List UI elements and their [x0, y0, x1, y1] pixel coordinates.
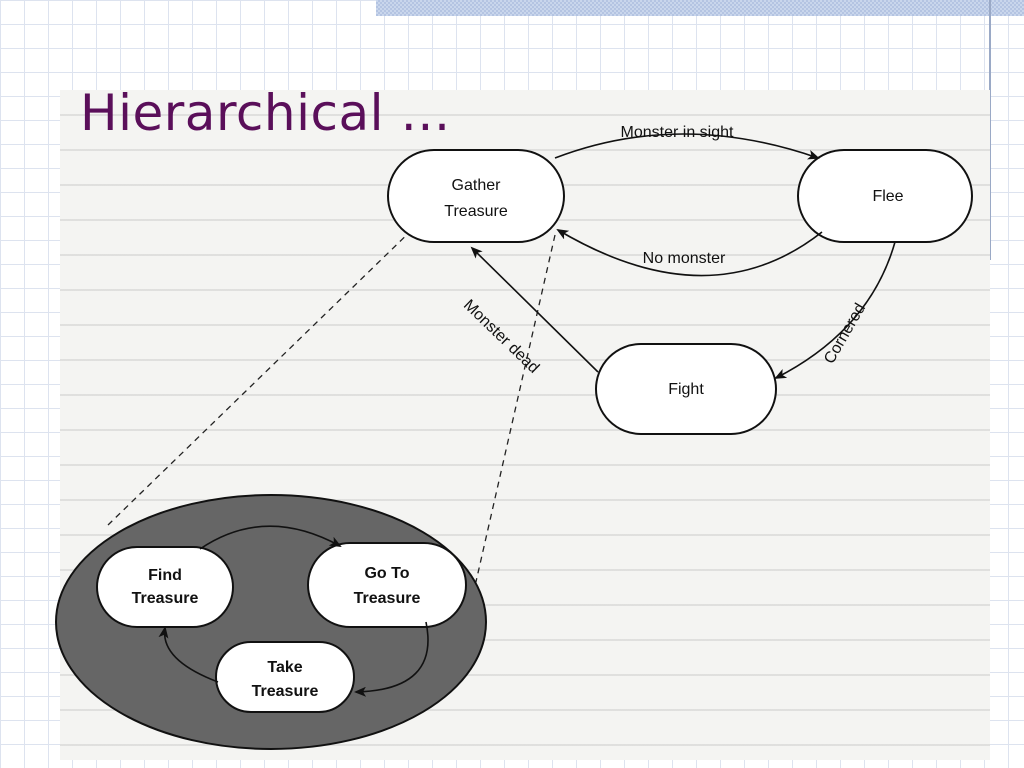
substate-goto-label-1: Go To	[364, 565, 409, 582]
transition-cornered	[774, 241, 896, 379]
transition-monster-in-sight-label: Monster in sight	[621, 124, 734, 141]
state-gather-label-1: Gather	[452, 177, 502, 194]
state-flee	[797, 149, 973, 243]
state-fight-label: Fight	[668, 381, 704, 398]
state-flee-label: Flee	[872, 188, 903, 205]
subtransition-goto-to-take	[354, 621, 429, 697]
substate-take-label-1: Take	[267, 659, 302, 676]
expansion-line-left	[107, 221, 421, 526]
substate-find-label-2: Treasure	[132, 590, 199, 607]
state-gather-label-2: Treasure	[444, 203, 508, 220]
expansion-line-right	[469, 234, 556, 609]
subtransition-find-to-goto	[199, 525, 342, 550]
substate-find-label-1: Find	[148, 567, 182, 584]
substate-goto-label-2: Treasure	[354, 590, 421, 607]
transition-no-monster-label: No monster	[643, 250, 726, 267]
subtransition-take-to-find	[158, 626, 219, 683]
substate-take-label-2: Treasure	[252, 683, 319, 700]
transition-cornered-label: Cornered	[821, 301, 869, 367]
header-band	[376, 0, 1024, 16]
slide-title: Hierarchical …	[80, 84, 451, 142]
transition-monster-in-sight	[554, 133, 820, 160]
substate-find-treasure	[96, 546, 234, 628]
substate-go-to-treasure	[307, 542, 467, 628]
transition-monster-dead-label: Monster dead	[460, 297, 542, 377]
transition-monster-dead	[470, 246, 599, 373]
substate-take-treasure	[215, 641, 355, 713]
state-gather-treasure	[387, 149, 565, 243]
transition-no-monster	[556, 228, 823, 277]
state-fight	[595, 343, 777, 435]
decorative-rule	[989, 0, 991, 260]
